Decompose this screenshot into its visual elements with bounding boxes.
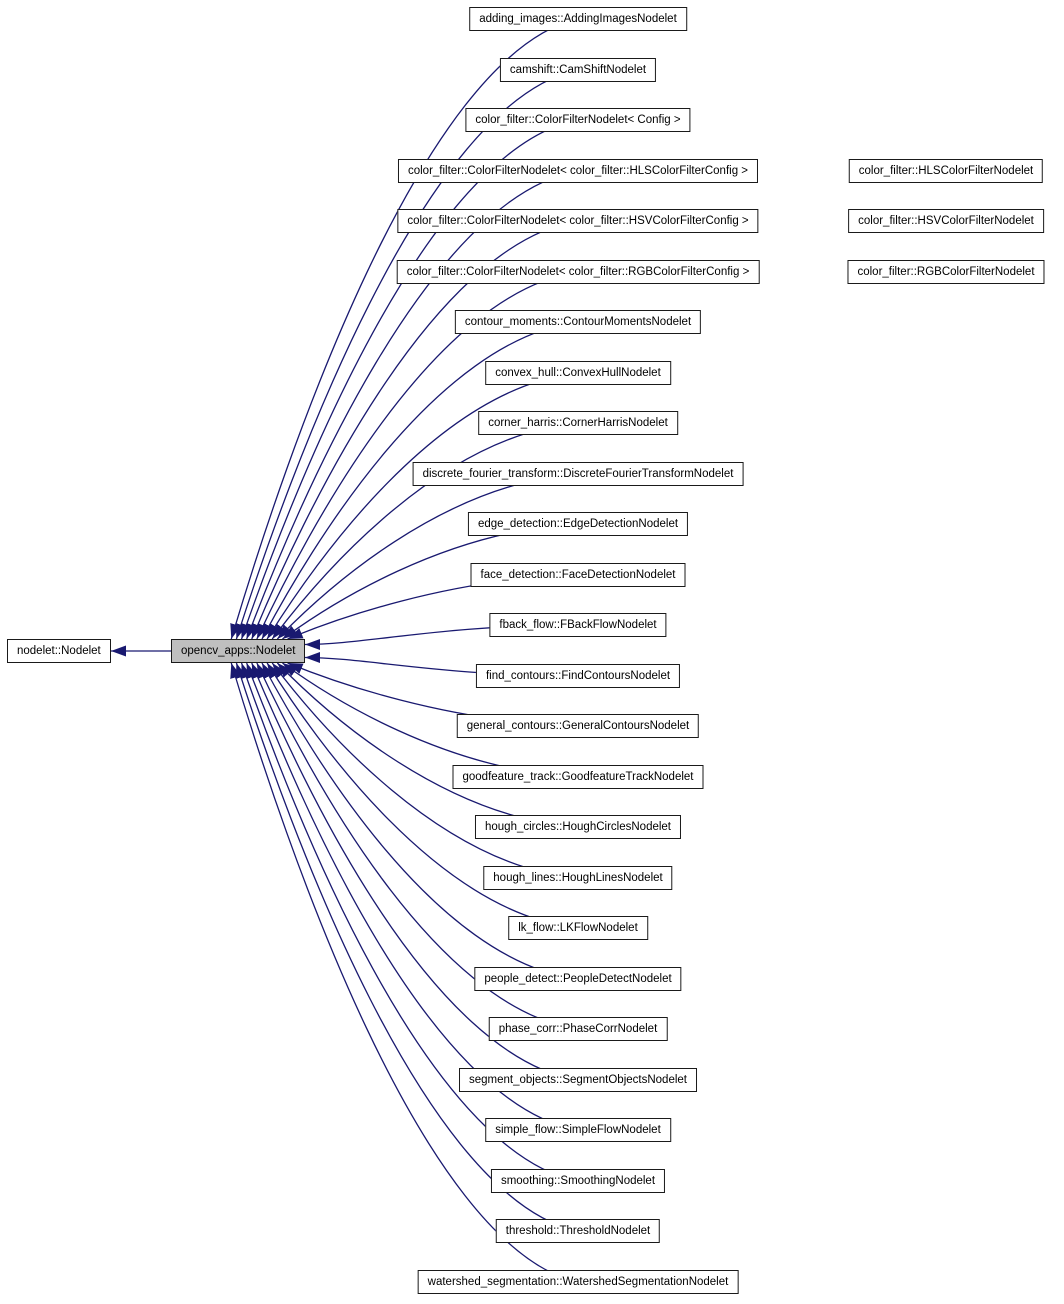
- inheritance-edge: [230, 18, 578, 640]
- class-node-derived-goodfeature-track[interactable]: goodfeature_track::GoodfeatureTrackNodel…: [452, 765, 704, 789]
- class-node-subderived-hls[interactable]: color_filter::HLSColorFilterNodelet: [848, 159, 1044, 183]
- inheritance-edge: [261, 321, 578, 640]
- class-node-derived-contour-moments[interactable]: contour_moments::ContourMomentsNodelet: [454, 310, 702, 334]
- class-node-derived-face-detection[interactable]: face_detection::FaceDetectionNodelet: [470, 563, 686, 587]
- class-node-derived-people-detect[interactable]: people_detect::PeopleDetectNodelet: [474, 967, 682, 991]
- class-node-derived-edge-detection[interactable]: edge_detection::EdgeDetectionNodelet: [467, 512, 689, 536]
- class-node-derived-hough-circles[interactable]: hough_circles::HoughCirclesNodelet: [474, 815, 682, 839]
- class-node-subderived-rgb[interactable]: color_filter::RGBColorFilterNodelet: [847, 260, 1045, 284]
- class-node-derived-colorfilter-rgb[interactable]: color_filter::ColorFilterNodelet< color_…: [396, 260, 760, 284]
- inheritance-edge: [251, 220, 578, 640]
- class-node-derived-watershed[interactable]: watershed_segmentation::WatershedSegment…: [417, 1270, 739, 1294]
- class-node-derived-corner-harris[interactable]: corner_harris::CornerHarrisNodelet: [478, 411, 678, 435]
- inheritance-edge: [240, 119, 578, 640]
- inheritance-edge: [266, 372, 578, 640]
- class-node-derived-simple-flow[interactable]: simple_flow::SimpleFlowNodelet: [485, 1118, 671, 1142]
- inheritance-edge: [235, 69, 578, 640]
- class-node-derived-threshold[interactable]: threshold::ThresholdNodelet: [495, 1219, 661, 1243]
- class-node-derived-convex-hull[interactable]: convex_hull::ConvexHullNodelet: [485, 361, 671, 385]
- class-node-derived-colorfilter-hsv[interactable]: color_filter::ColorFilterNodelet< color_…: [397, 209, 759, 233]
- class-node-derived-camshift[interactable]: camshift::CamShiftNodelet: [499, 58, 657, 82]
- inheritance-edge: [230, 662, 578, 1283]
- class-node-derived-colorfilter-template[interactable]: color_filter::ColorFilterNodelet< Config…: [465, 108, 691, 132]
- class-node-derived-general-contours[interactable]: general_contours::GeneralContoursNodelet: [456, 714, 700, 738]
- class-node-derived-find-contours[interactable]: find_contours::FindContoursNodelet: [475, 664, 681, 688]
- inheritance-edge: [261, 662, 578, 980]
- class-node-derived-adding-images[interactable]: adding_images::AddingImagesNodelet: [469, 7, 687, 31]
- class-node-base[interactable]: nodelet::Nodelet: [7, 639, 111, 663]
- class-node-derived-hough-lines[interactable]: hough_lines::HoughLinesNodelet: [483, 866, 673, 890]
- class-node-derived-fback-flow[interactable]: fback_flow::FBackFlowNodelet: [489, 613, 667, 637]
- inheritance-edge: [246, 170, 578, 640]
- class-node-subderived-hsv[interactable]: color_filter::HSVColorFilterNodelet: [848, 209, 1044, 233]
- class-node-derived-discrete-fourier[interactable]: discrete_fourier_transform::DiscreteFour…: [412, 462, 744, 486]
- inheritance-edge: [246, 662, 578, 1131]
- inheritance-edge: [266, 662, 578, 929]
- inheritance-edge: [251, 662, 578, 1081]
- class-node-derived-segment-objects[interactable]: segment_objects::SegmentObjectsNodelet: [459, 1068, 697, 1092]
- inheritance-edge: [235, 662, 578, 1232]
- class-node-derived-phase-corr[interactable]: phase_corr::PhaseCorrNodelet: [488, 1017, 668, 1041]
- class-node-derived-colorfilter-hls[interactable]: color_filter::ColorFilterNodelet< color_…: [397, 159, 759, 183]
- class-node-derived-lk-flow[interactable]: lk_flow::LKFlowNodelet: [508, 916, 648, 940]
- inheritance-edge: [256, 662, 578, 1030]
- inheritance-edge: [240, 662, 578, 1182]
- inheritance-edge: [256, 271, 578, 640]
- class-node-central: opencv_apps::Nodelet: [171, 639, 306, 663]
- class-node-derived-smoothing[interactable]: smoothing::SmoothingNodelet: [490, 1169, 666, 1193]
